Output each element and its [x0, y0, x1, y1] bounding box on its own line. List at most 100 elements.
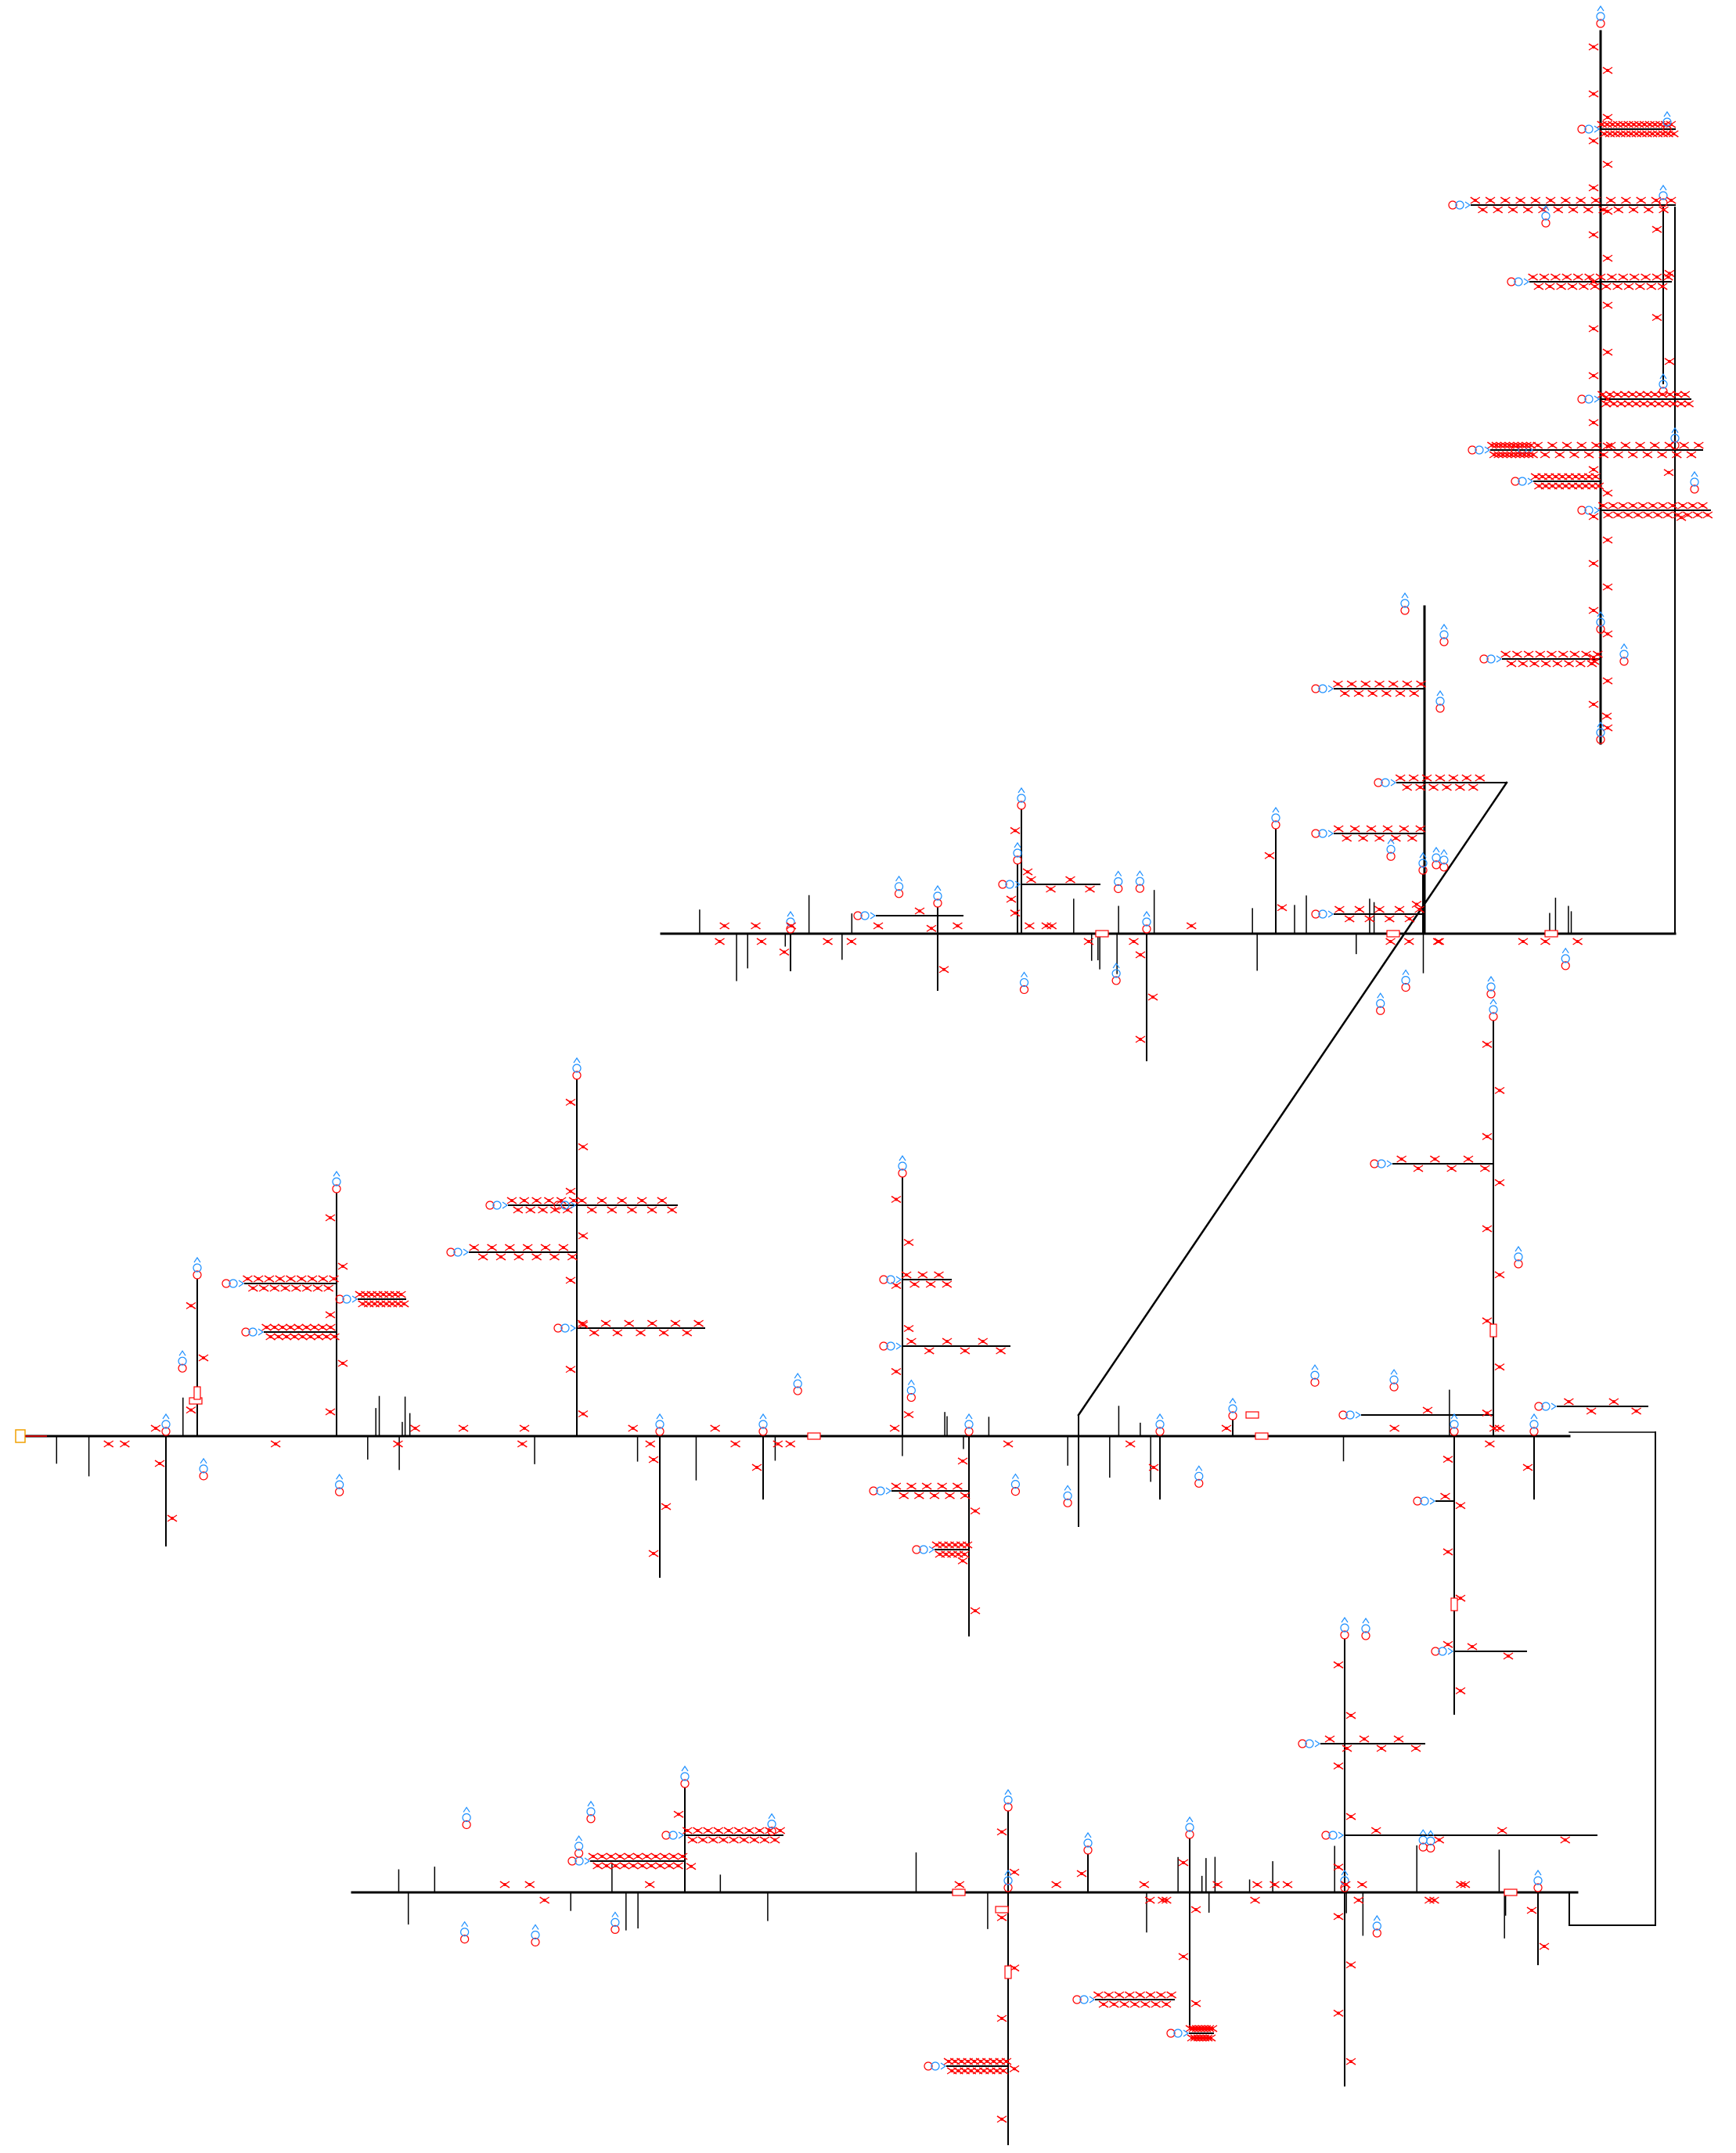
load-icon: [1418, 1829, 1428, 1852]
load-icon: [894, 875, 904, 898]
switch-icon: [1588, 184, 1599, 192]
switch-icon: [937, 1482, 948, 1490]
switch-icon: [636, 1329, 646, 1337]
switch-icon: [1628, 206, 1639, 214]
switch-icon: [1489, 451, 1500, 459]
switch-icon: [926, 924, 937, 932]
switch-icon: [1345, 1813, 1356, 1820]
load-icon: [1063, 1485, 1072, 1507]
switch-icon: [1381, 689, 1392, 697]
switch-icon: [960, 1492, 971, 1500]
switch-icon: [1583, 451, 1594, 459]
switch-icon: [1494, 1179, 1505, 1186]
transformer-icon: [1245, 1411, 1259, 1419]
switch-icon: [1456, 1881, 1466, 1888]
switch-icon: [1360, 680, 1371, 688]
switch-icon: [1484, 1440, 1495, 1448]
switch-icon: [1602, 395, 1613, 403]
switch-icon: [1635, 441, 1645, 449]
switch-icon: [578, 1410, 589, 1418]
switch-icon: [1602, 630, 1613, 638]
load-icon: [1111, 962, 1121, 985]
switch-icon: [1575, 660, 1586, 668]
main-feeders: [22, 30, 1677, 1926]
switch-icon: [1633, 121, 1644, 128]
switch-icon: [1702, 511, 1713, 519]
switch-icon: [718, 1836, 729, 1844]
switch-icon: [1408, 774, 1419, 782]
switch-icon: [1588, 43, 1599, 51]
switch-icon: [1104, 1991, 1115, 1999]
switch-icon: [167, 1514, 178, 1522]
load-icon: [1370, 1159, 1393, 1168]
switch-icon: [1540, 660, 1551, 668]
switch-icon: [1612, 391, 1623, 398]
transformer-icon: [807, 1432, 821, 1440]
switch-icon: [1626, 130, 1637, 138]
switch-icon: [913, 1492, 924, 1500]
switch-icon: [1366, 825, 1377, 833]
switch-icon: [1151, 2000, 1162, 2008]
switch-icon: [317, 1323, 328, 1331]
switch-icon: [1693, 441, 1704, 449]
switch-icon: [996, 1914, 1007, 1921]
switch-icon: [1178, 1859, 1189, 1867]
switch-icon: [277, 1323, 288, 1331]
switch-icon: [624, 1320, 635, 1327]
switch-icon: [185, 1406, 196, 1414]
load-icon: [1389, 1369, 1399, 1392]
switch-icon: [1602, 160, 1613, 168]
switch-icon: [1518, 938, 1529, 945]
switch-icon: [1390, 834, 1401, 842]
switch-icon: [1544, 283, 1555, 290]
switch-icon: [1442, 1455, 1453, 1464]
transformer-icon: [1544, 930, 1558, 938]
switch-icon: [567, 1253, 578, 1261]
switch-icon: [531, 1197, 542, 1204]
switch-icon: [330, 1333, 340, 1341]
switch-icon: [891, 1281, 902, 1290]
switch-icon: [269, 1284, 280, 1292]
switch-icon: [1277, 904, 1288, 912]
switch-icon: [1547, 441, 1558, 449]
switch-icon: [1639, 121, 1650, 128]
switch-icon: [1572, 938, 1583, 945]
switch-icon: [1601, 283, 1612, 290]
switch-icon: [693, 1827, 703, 1834]
transformer-icon: [952, 1888, 966, 1896]
switch-icon: [558, 1244, 569, 1251]
switch-icon: [1333, 2009, 1344, 2018]
switch-icon: [1561, 441, 1572, 449]
switch-icon: [729, 1836, 739, 1844]
switch-icon: [1504, 441, 1514, 449]
switch-icon: [513, 1253, 524, 1261]
switch-icon: [1610, 130, 1621, 138]
switch-icon: [1583, 206, 1594, 214]
switch-icon: [1588, 372, 1599, 380]
switch-icon: [1006, 895, 1017, 903]
switch-icon: [1486, 441, 1497, 449]
switch-icon: [924, 1347, 935, 1355]
switch-icon: [998, 2067, 1009, 2075]
switch-icon: [1406, 834, 1417, 842]
load-icon: [1577, 124, 1601, 134]
load-icon: [898, 1154, 907, 1178]
switch-icon: [723, 1827, 734, 1834]
switch-icon: [659, 1852, 670, 1860]
switch-icon: [1494, 1424, 1505, 1432]
switch-icon: [648, 1550, 659, 1557]
switch-icon: [1161, 1896, 1172, 1904]
switch-icon: [1046, 922, 1057, 930]
switch-icon: [1523, 451, 1534, 459]
load-icon: [1003, 1788, 1013, 1812]
switch-icon: [154, 1460, 165, 1467]
switch-icon: [1495, 441, 1506, 449]
switch-icon: [929, 1492, 940, 1500]
switch-icon: [1629, 273, 1640, 281]
switch-icon: [1500, 650, 1511, 658]
switch-icon: [1358, 834, 1369, 842]
switch-icon: [1507, 206, 1518, 214]
switch-icon: [1411, 900, 1422, 909]
switch-icon: [1666, 121, 1677, 128]
switch-icon: [730, 1440, 740, 1448]
